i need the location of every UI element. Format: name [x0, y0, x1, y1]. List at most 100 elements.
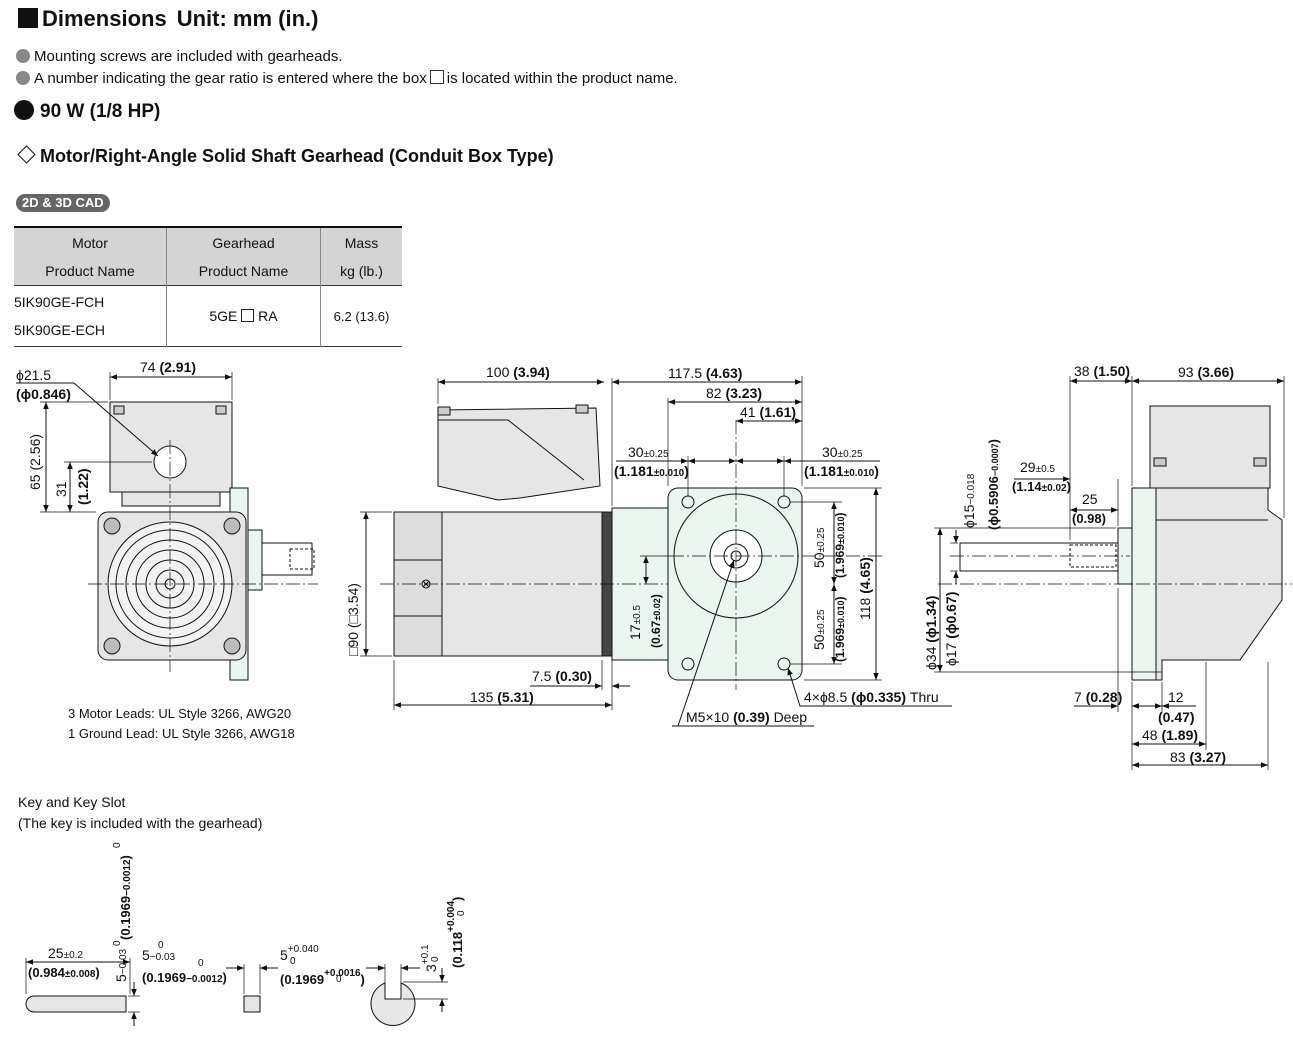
corner-screw: [223, 637, 241, 655]
right-view-labels: 38 (1.50) 93 (3.66) ϕ15−0.018 (ϕ0.5906−0…: [923, 363, 1234, 765]
dim-41: 41 (1.61): [740, 404, 796, 420]
dim-83: 83 (3.27): [1170, 749, 1226, 765]
key-subtitle: (The key is included with the gearhead): [18, 815, 262, 831]
dim-50-bottom: 50±0.25: [811, 609, 827, 650]
dim-29: 29±0.5: [1020, 459, 1055, 475]
shaft-section: [370, 982, 416, 1026]
mount-hole: [681, 657, 695, 671]
gearhead-name-cell: 5GE RA: [166, 285, 321, 347]
rv-shaft: [959, 542, 1119, 572]
dim-74: 74 (2.91): [140, 359, 196, 375]
dim-65: 65 (2.56): [27, 434, 43, 490]
mount-holes-note: 4×ϕ8.5 (ϕ0.335) Thru: [804, 689, 939, 705]
slot-dim-3: 3+0.1: [420, 944, 439, 972]
key-drawing: [25, 958, 448, 1026]
key-end: [243, 995, 261, 1013]
slot-dim-5-in: (0.1969+0.0016): [280, 968, 365, 987]
side-conduit-box: [437, 407, 601, 501]
dim-117: 117.5 (4.63): [668, 365, 742, 381]
front-view: [16, 372, 318, 681]
key-dim-5-height-in: (0.1969−0.0012): [118, 855, 133, 940]
dim-7: 7 (0.28): [1074, 689, 1122, 705]
cad-download-button[interactable]: 2D & 3D CAD: [16, 194, 110, 212]
dim-30-left-in: (1.181±0.010): [614, 463, 689, 479]
dim-31: 31: [53, 481, 69, 497]
dim-phi15: ϕ15−0.018: [961, 473, 977, 528]
slot-dim-5-zero: 0: [290, 956, 296, 967]
slot-dim-3-in-zero: 0: [456, 910, 467, 916]
side-view: [360, 376, 952, 727]
slot-dim-5: 5+0.040: [280, 944, 319, 963]
dim-12: 12: [1168, 689, 1184, 705]
key-dim-5-width-zero: 0: [158, 940, 164, 951]
dim-hole-dia-in: (ϕ0.846): [16, 386, 71, 402]
note-mounting-screws: Mounting screws are included with gearhe…: [16, 48, 343, 65]
slot-dim-5-in-zero: 0: [336, 974, 342, 985]
corner-screw: [103, 517, 121, 535]
dim-7-5: 7.5 (0.30): [532, 668, 592, 684]
dim-90-square: □90 (□3.54): [345, 583, 361, 656]
dim-25-in: (0.98): [1072, 511, 1106, 526]
dim-17: 17±0.5: [627, 605, 643, 640]
dim-29-in: (1.14±0.02): [1012, 479, 1071, 494]
key-hidden: [289, 548, 315, 570]
key-dim-5-height-zero: 0: [112, 940, 123, 946]
dim-50-bottom-in: (1.969±0.010): [833, 597, 847, 663]
key-title: Key and Key Slot: [18, 794, 126, 810]
key-dim-5-width-in: (0.1969−0.0012): [142, 970, 227, 985]
gear-boss: [247, 529, 263, 591]
dim-135: 135 (5.31): [470, 689, 534, 705]
key-dim-25: 25±0.2: [48, 945, 83, 961]
dim-93: 93 (3.66): [1178, 364, 1234, 380]
key-body: [25, 995, 127, 1013]
dim-48: 48 (1.89): [1142, 727, 1198, 743]
dim-82: 82 (3.23): [706, 385, 762, 401]
gray-dot-icon: [16, 71, 30, 85]
box-icon: [429, 70, 444, 84]
product-heading: Motor/Right-Angle Solid Shaft Gearhead (…: [16, 145, 554, 167]
corner-screw: [223, 517, 241, 535]
leads-note-1: 3 Motor Leads: UL Style 3266, AWG20: [68, 706, 291, 721]
front-view-labels: 74 (2.91) ϕ21.5 (ϕ0.846) 65 (2.56) 31 (1…: [16, 359, 295, 741]
dim-31-in: (1.22): [75, 468, 91, 505]
black-dot-icon: [14, 100, 34, 120]
dim-30-left: 30±0.25: [628, 444, 669, 460]
key-dim-5-width: 5−0.03: [142, 947, 176, 963]
dim-phi15-in: (ϕ0.5906−0.0007): [986, 439, 1001, 530]
box-screw: [113, 405, 125, 415]
dim-30-right-in: (1.181±0.010): [804, 463, 879, 479]
key-dim-5-height: 5−0.03: [113, 948, 129, 982]
power-heading: 90 W (1/8 HP): [14, 100, 160, 123]
mass-cell: 6.2 (13.6): [320, 285, 402, 347]
key-dim-25-in: (0.984±0.008): [28, 965, 100, 980]
dim-phi34: ϕ34 (ϕ1.34): [923, 596, 939, 670]
box-neck: [121, 491, 221, 507]
dim-38: 38 (1.50): [1074, 363, 1130, 379]
dim-118: 118 (4.65): [857, 557, 873, 620]
dim-12-in: (0.47): [1158, 709, 1195, 725]
square-bullet-icon: [18, 8, 38, 28]
side-view-labels: 100 (3.94) 117.5 (4.63) 82 (3.23) 41 (1.…: [345, 364, 939, 725]
gray-dot-icon: [16, 49, 30, 63]
key-labels: Key and Key Slot (The key is included wi…: [18, 794, 467, 987]
tap-note: M5×10 (0.39) Deep: [686, 709, 807, 725]
key-dim-5-height-in-zero: 0: [112, 842, 123, 848]
dim-30-right: 30±0.25: [822, 444, 863, 460]
dim-50-top-in: (1.969±0.010): [833, 513, 847, 579]
dim-phi17: ϕ17 (ϕ0.67): [943, 592, 959, 666]
corner-screw: [103, 637, 121, 655]
dim-50-top: 50±0.25: [811, 527, 827, 568]
note-gear-ratio: A number indicating the gear ratio is en…: [16, 70, 678, 87]
shaft: [261, 542, 313, 576]
slot-dim-3-in: (0.118+0.004): [446, 897, 465, 968]
leads-note-2: 1 Ground Lead: UL Style 3266, AWG18: [68, 726, 295, 741]
dim-100: 100 (3.94): [486, 364, 550, 380]
